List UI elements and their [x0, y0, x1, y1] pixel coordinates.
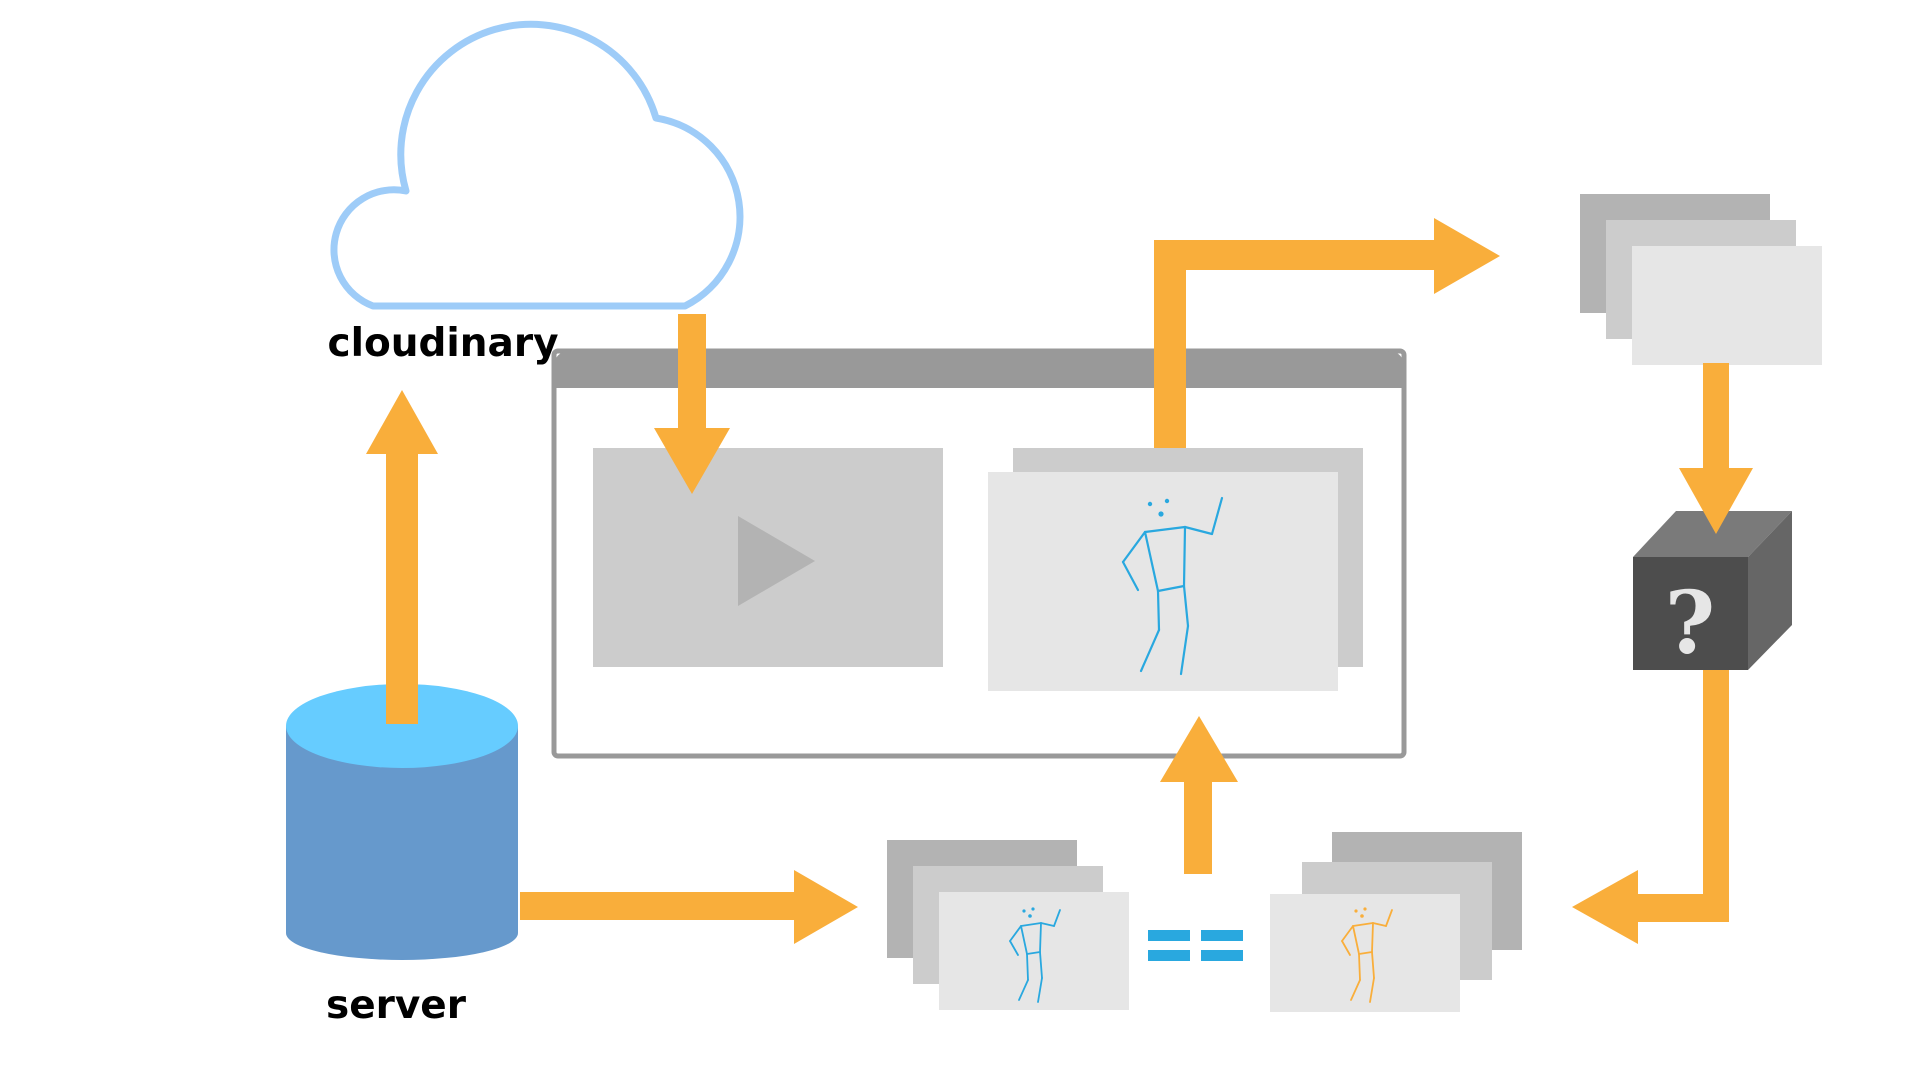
browser-title-bar [554, 351, 1404, 388]
equals-bar [1148, 950, 1190, 961]
play-icon [738, 516, 815, 606]
input-frame-stack [887, 840, 1129, 1010]
output-frame-stack [1580, 194, 1822, 365]
equals-bar [1201, 950, 1243, 961]
arrow-server-to-cloud [366, 390, 438, 724]
equals-icon [1148, 930, 1243, 961]
equals-bar [1201, 930, 1243, 941]
database-icon [286, 684, 518, 960]
cube-question-mark: ? [1665, 573, 1715, 674]
arrow-cube-to-predictions [1572, 670, 1729, 944]
cube-side [1748, 511, 1792, 670]
arrow-server-to-frames [520, 870, 858, 944]
skeleton-face-points-small-orange [1354, 907, 1367, 918]
arrow-browser-to-stack [1154, 218, 1500, 448]
cloud-shape [330, 20, 744, 310]
skeleton-figure-blue-large [1121, 496, 1224, 676]
skeleton-face-points-large [1147, 498, 1170, 517]
cube-icon: ? [1633, 511, 1792, 674]
predicted-frame-stack [1270, 832, 1522, 1012]
database-body [286, 726, 518, 960]
browser-window [551, 348, 1407, 759]
database-top [286, 684, 518, 768]
input-frame-front [939, 892, 1129, 1010]
skeleton-figure-orange [1341, 909, 1393, 1003]
pose-frame-front [988, 472, 1338, 691]
arrow-stack-to-cube [1679, 363, 1753, 534]
cloud-icon [330, 20, 744, 310]
arrow-cloud-to-video [654, 314, 730, 494]
stack-frame-front [1632, 246, 1822, 365]
flow-arrows [366, 218, 1753, 944]
equals-bar [1148, 930, 1190, 941]
server-label: server [326, 983, 467, 1028]
cloud-label: cloudinary [327, 321, 558, 366]
cube-front [1633, 557, 1748, 670]
skeleton-face-points-small-blue [1022, 907, 1035, 918]
skeleton-figure-blue-small [1009, 909, 1061, 1003]
arrow-frames-to-browser [1160, 716, 1238, 874]
cube-top [1633, 511, 1792, 557]
